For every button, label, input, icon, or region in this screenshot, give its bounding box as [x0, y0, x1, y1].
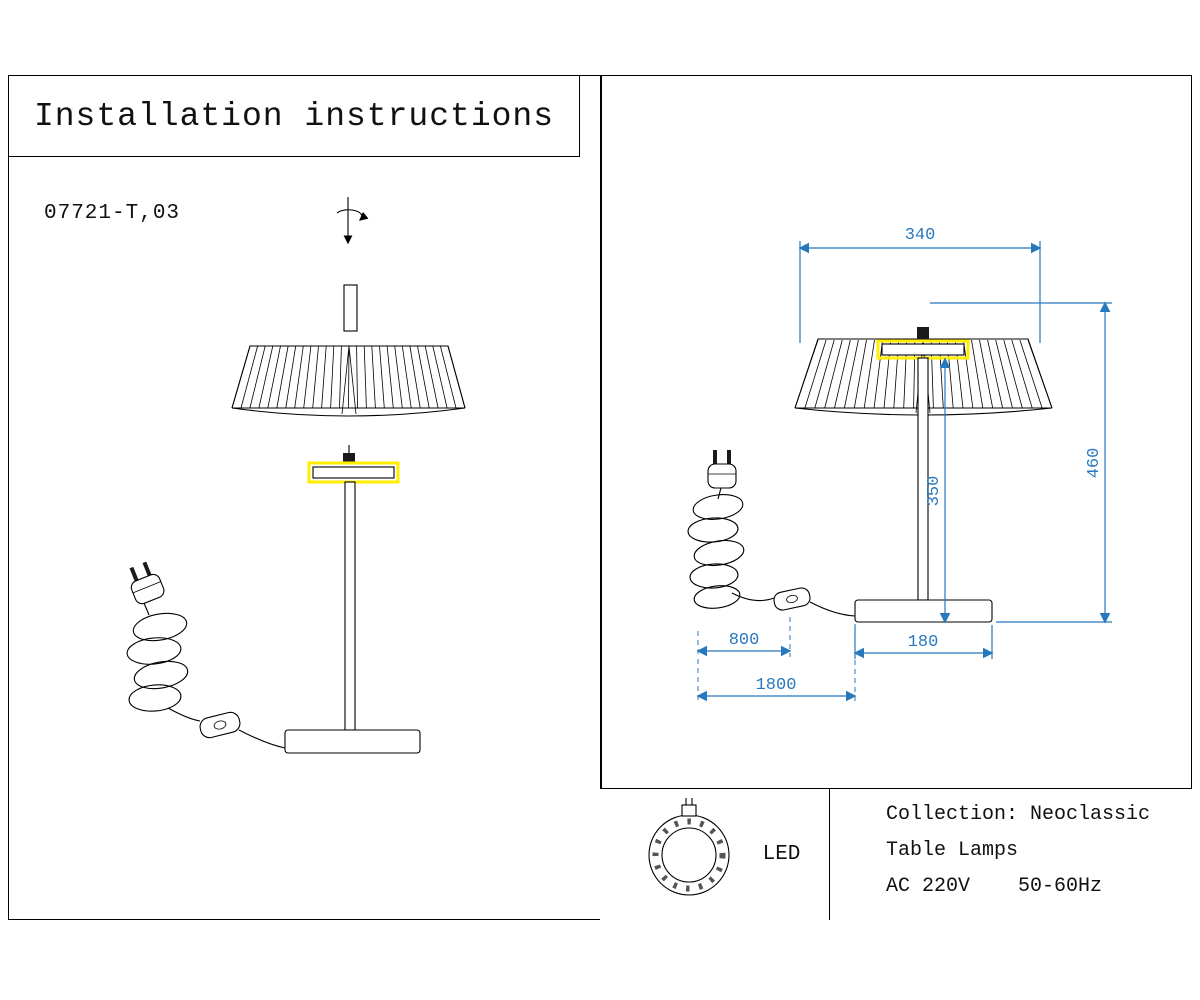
shade-ring-highlighted	[876, 327, 970, 360]
cord-to-base	[238, 729, 286, 749]
svg-text:1800: 1800	[756, 676, 797, 695]
svg-text:350: 350	[925, 476, 944, 507]
spec-collection: Collection: Neoclassic	[886, 803, 1151, 826]
dimension-cord-total: 1800	[696, 624, 857, 702]
lamp-shade	[231, 345, 466, 417]
dimension-cord-to-switch: 800	[696, 617, 792, 657]
svg-text:460: 460	[1085, 448, 1104, 479]
lamp-pole	[344, 481, 356, 731]
led-ring-icon	[648, 797, 730, 896]
model-number: 07721-T,03	[44, 202, 181, 225]
exploded-view-drawing	[126, 197, 466, 754]
led-cell: LED	[600, 789, 830, 920]
dimension-body-height: 350	[925, 357, 951, 624]
rotation-arrow-icon	[336, 197, 369, 245]
cord-to-base	[809, 601, 856, 617]
shade-ring-highlighted	[307, 445, 400, 484]
dimension-base-width: 180	[853, 625, 994, 659]
spec-power: AC 220V 50-60Hz	[886, 875, 1103, 898]
svg-text:180: 180	[908, 633, 939, 652]
inline-switch-icon	[773, 587, 811, 611]
coiled-cord	[687, 487, 775, 609]
spec-category: Table Lamps	[886, 839, 1019, 862]
inline-switch-icon	[199, 711, 241, 739]
dimension-total-height: 460	[930, 301, 1112, 624]
panel-divider	[600, 75, 602, 920]
dimensioned-drawing: 340 460 350 180	[687, 226, 1112, 702]
svg-text:800: 800	[729, 631, 760, 650]
svg-text:340: 340	[905, 226, 936, 245]
power-plug-icon	[129, 561, 165, 605]
led-label: LED	[762, 843, 801, 866]
spec-text-cell: Collection: Neoclassic Table Lamps AC 22…	[830, 789, 1192, 920]
power-plug-icon	[707, 450, 737, 489]
coiled-cord	[126, 602, 201, 722]
spec-box: LED Collection: Neoclassic Table Lamps A…	[600, 788, 1192, 920]
title-box: Installation instructions	[8, 75, 580, 157]
lamp-base	[284, 729, 421, 754]
finial-stem	[343, 284, 358, 332]
page-title: Installation instructions	[33, 97, 555, 135]
lamp-base	[854, 599, 993, 623]
dimension-shade-width: 340	[798, 226, 1042, 343]
